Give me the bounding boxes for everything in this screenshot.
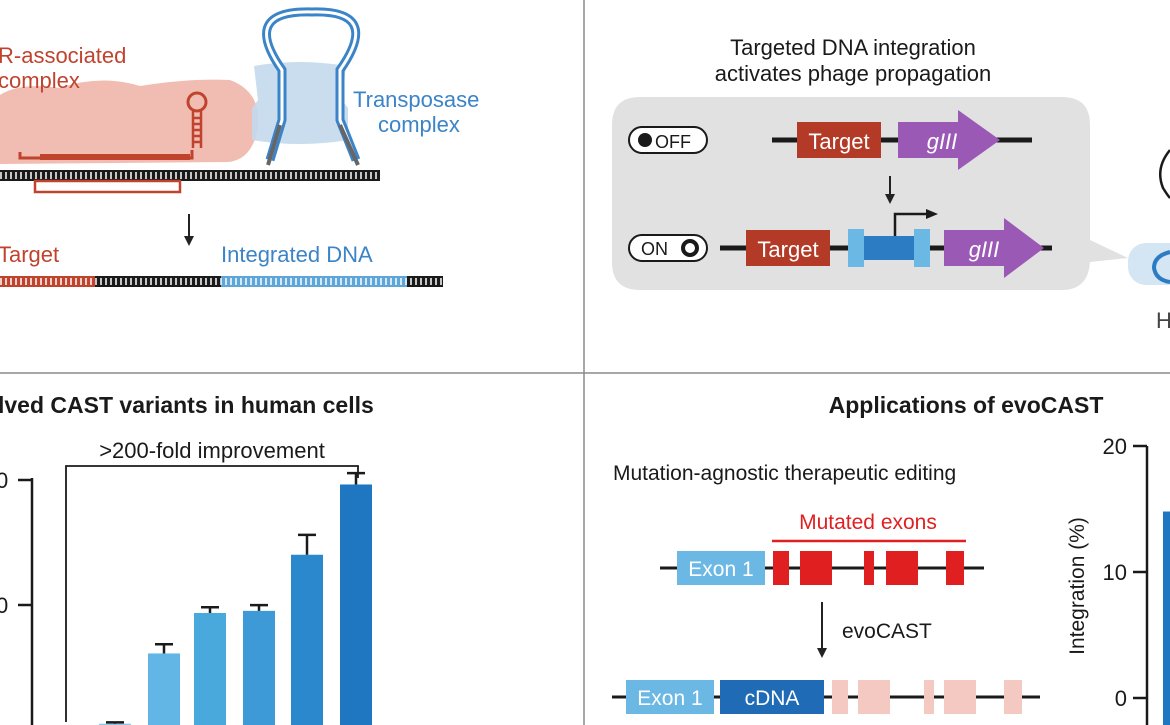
partial-cycle-shape (1158, 149, 1170, 199)
d-y-tick-label: 10 (1103, 560, 1127, 585)
on-target-label: Target (757, 237, 818, 262)
faded-exon-3 (924, 680, 934, 714)
off-switch-knob (638, 133, 652, 147)
panel-c-title: lved CAST variants in human cells (0, 392, 374, 418)
arrowhead-a (184, 236, 194, 246)
partial-blue-ring (1151, 250, 1170, 284)
c-bar (148, 653, 180, 725)
arrowhead-d (817, 648, 827, 658)
off-switch (628, 126, 708, 154)
label-crispr-complex: R-associated (0, 43, 126, 68)
c-tick-label-top: 0 (0, 468, 8, 493)
guide-rna-loop (186, 91, 208, 113)
on-label: ON (641, 239, 668, 259)
off-giii-arrow (898, 110, 1000, 170)
arrowhead-b (885, 194, 895, 204)
panel-d-subtitle: Mutation-agnostic therapeutic editing (613, 462, 956, 485)
cdna-label: cDNA (745, 687, 800, 710)
mut-exon-5 (946, 551, 964, 585)
d-y-tick-label: 20 (1103, 434, 1127, 459)
transposon-loop-ends (266, 124, 360, 166)
d-y-axis-label: Integration (%) (1066, 517, 1089, 655)
panel-d: Applications of evoCAST Mutation-agnosti… (612, 392, 1170, 725)
d-bar (1163, 511, 1170, 725)
mut-exon-4 (886, 551, 918, 585)
mut-exon-1 (773, 551, 789, 585)
c-tick-label-mid: 0 (0, 593, 8, 618)
c-bar (291, 554, 323, 725)
faded-exon-2 (858, 680, 890, 714)
insert-left-end (848, 229, 864, 267)
panel-c: lved CAST variants in human cells >200-f… (0, 392, 374, 725)
panel-b-title-2: activates phage propagation (715, 61, 991, 86)
panel-d-title: Applications of evoCAST (829, 392, 1104, 418)
partial-letter: H (1156, 308, 1170, 333)
guide-rna-stem (191, 110, 203, 148)
exon1-label: Exon 1 (688, 558, 753, 581)
on-switch-knob (681, 239, 699, 257)
exon1-box-edited (626, 680, 714, 714)
c-bars (99, 471, 372, 725)
on-giii-arrow (944, 218, 1044, 278)
promoter-arrowhead (926, 209, 938, 219)
evocast-arrow-label: evoCAST (842, 620, 932, 643)
target-strand-red (40, 154, 190, 160)
off-giii-label: gIII (927, 129, 958, 154)
on-giii-label: gIII (969, 237, 1000, 262)
c-bar (340, 484, 372, 725)
mutated-exons-label: Mutated exons (799, 511, 937, 534)
label-integrated-dna: Integrated DNA (221, 242, 373, 267)
insert-right-end (914, 229, 930, 267)
label-crispr-complex-2: complex (0, 68, 80, 93)
mut-exon-3 (864, 551, 874, 585)
mut-exon-2 (800, 551, 832, 585)
off-target-label: Target (808, 129, 869, 154)
d-ticks: 0 10 20 (1103, 434, 1147, 711)
d-bars (1163, 511, 1170, 725)
product-dna-rungs (0, 278, 443, 285)
exon1-box (677, 551, 765, 585)
panel-a: R-associated complex Transposase complex… (0, 7, 479, 287)
c-bar (99, 723, 131, 725)
panel-b-title-1: Targeted DNA integration (730, 35, 976, 60)
dna-displaced-strand (33, 179, 182, 194)
label-transposase: Transposase (353, 87, 479, 112)
c-bar (243, 610, 275, 725)
faded-exon-4 (944, 680, 976, 714)
panel-b: Targeted DNA integration activates phage… (612, 35, 1170, 333)
d-y-tick-label: 0 (1115, 686, 1127, 711)
c-bar (194, 612, 226, 725)
transposon-loop-inner (265, 10, 358, 161)
faded-exon-1 (832, 680, 848, 714)
label-transposase-2: complex (378, 112, 460, 137)
label-target: Target (0, 242, 59, 267)
exon1-label-edited: Exon 1 (637, 687, 702, 710)
on-target-box (746, 230, 830, 266)
bracket-label: >200-fold improvement (99, 438, 325, 463)
faded-exon-5 (1004, 680, 1022, 714)
off-label: OFF (655, 132, 691, 152)
cdna-box (720, 680, 824, 714)
transposase-complex-shape (252, 62, 348, 144)
promoter-arrow (893, 212, 930, 236)
insert-body (864, 236, 914, 260)
dna-duplex-rungs (0, 172, 380, 179)
off-target-box (797, 122, 881, 158)
partial-light-blue-shape (1128, 243, 1170, 285)
